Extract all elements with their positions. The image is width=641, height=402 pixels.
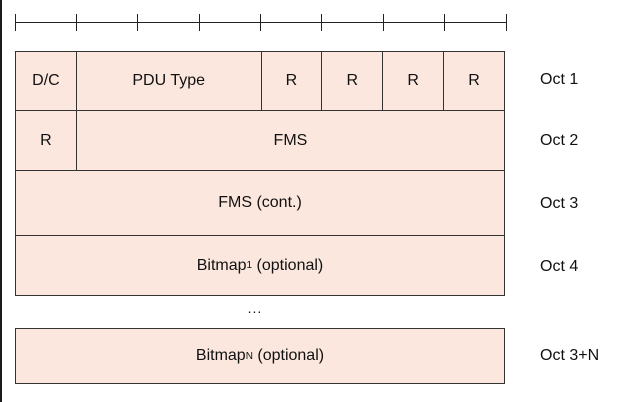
reserved-field: R [382,51,445,111]
reserved-field: R [443,51,505,111]
reserved-field: R [15,110,77,171]
bitmap-label: Bitmap [196,256,247,274]
reserved-field: R [260,51,323,111]
octet-2-row: R FMS [15,110,505,172]
bit-ruler [15,12,507,32]
octet-label: Oct 3+N [540,347,600,364]
bitmap-subscript: 1 [246,260,253,271]
ruler-tick [383,14,384,31]
left-border [0,0,2,402]
ruler-tick [15,14,16,31]
ruler-line [15,22,507,23]
ruler-tick [260,14,261,31]
fms-field: FMS [75,110,505,171]
ruler-tick [137,14,138,31]
dc-field: D/C [15,51,77,111]
optional-label: (optional) [252,347,325,364]
continuation-ellipsis: ... [247,300,263,316]
octet-label: Oct 1 [540,71,579,88]
ruler-tick [321,14,322,31]
fms-cont-field: FMS (cont.) [15,170,505,236]
ruler-tick [506,14,507,31]
pdu-type-field: PDU Type [75,51,262,111]
bitmap-label: Bitmap [195,347,246,364]
octet-label: Oct 4 [540,258,579,275]
ruler-tick [444,14,445,31]
reserved-field: R [321,51,384,111]
bitmap-subscript: N [245,350,253,362]
octet-1-row: D/C PDU Type R R R R [15,51,505,112]
octet-3-row: FMS (cont.) [15,170,505,237]
optional-label: (optional) [252,256,324,274]
ruler-tick [199,14,200,31]
ruler-tick [76,14,77,31]
octet-label: Oct 2 [540,132,579,149]
octet-label: Oct 3 [540,195,579,212]
